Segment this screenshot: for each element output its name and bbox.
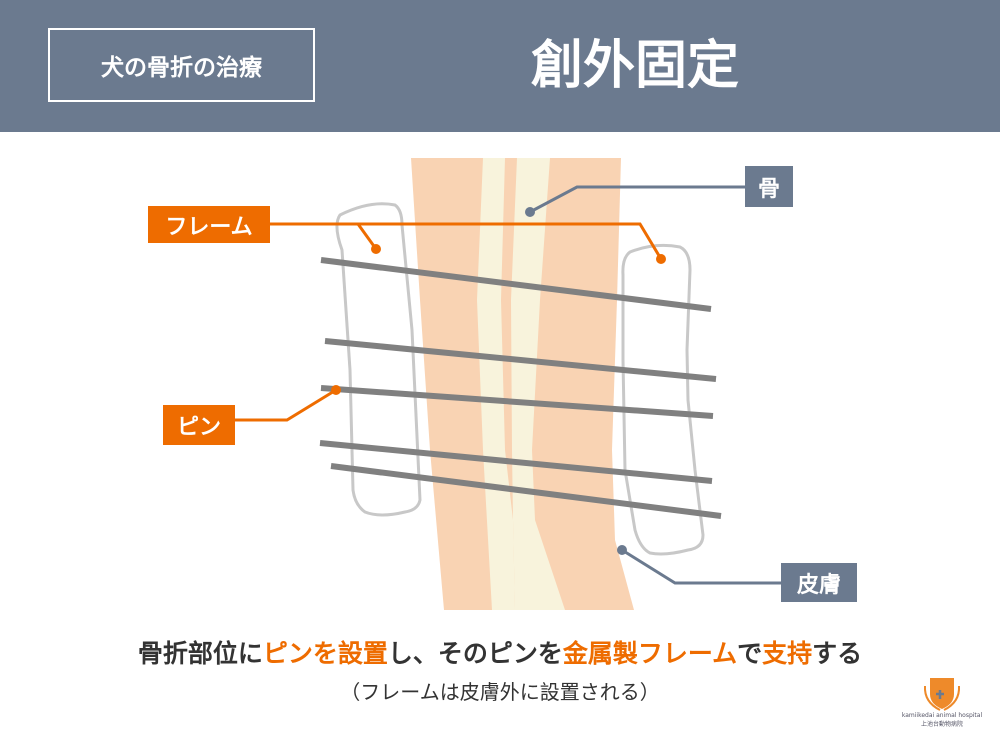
bone-fragment-right [511,158,565,610]
label-pin: ピン [163,405,235,445]
frame-left [335,202,422,517]
label-frame: フレーム [148,206,270,243]
logo-name: kamiikedai animal hospital [901,712,983,719]
page-title: 創外固定 [530,36,739,96]
pin-leader [235,388,337,422]
caption-text: する [812,639,863,668]
hospital-logo: kamiikedai animal hospital 上池台動物病院 [892,672,992,728]
pin-3 [320,385,714,419]
crest-icon [923,678,961,711]
pin-2 [324,338,717,382]
subject-box: 犬の骨折の治療 [48,28,315,102]
frame-leader [270,222,663,260]
frame-leader-left [356,223,378,250]
caption-text: で [737,639,763,668]
pin-4 [319,440,713,484]
pin-5 [330,463,722,519]
frame-dot-right [656,254,666,264]
caption: 骨折部位にピンを設置し、そのピンを金属製フレームで支持する [0,634,1000,670]
label-bone: 骨 [745,166,793,207]
caption-highlight: 支持 [762,639,813,668]
caption-highlight: ピンを設置 [262,639,388,668]
pin-1 [320,257,712,312]
caption-text: 骨折部位に [137,639,263,668]
skin-dot [617,545,627,555]
bone-dot [525,207,535,217]
label-skin: 皮膚 [781,563,857,602]
pin-dot [331,385,341,395]
logo-sub: 上池台動物病院 [920,721,963,728]
frame-right [621,243,705,556]
caption-text: し、そのピンを [387,639,563,668]
pins [319,257,722,519]
caption-highlight: 金属製フレーム [562,639,738,668]
bone-fragment-left [477,158,515,610]
header-bar: 犬の骨折の治療 創外固定 [0,0,1000,132]
frame-dot-left [371,244,381,254]
bone-leader [529,185,793,214]
skin-leader [621,548,781,585]
caption-note: （フレームは皮膚外に設置される） [340,680,660,704]
